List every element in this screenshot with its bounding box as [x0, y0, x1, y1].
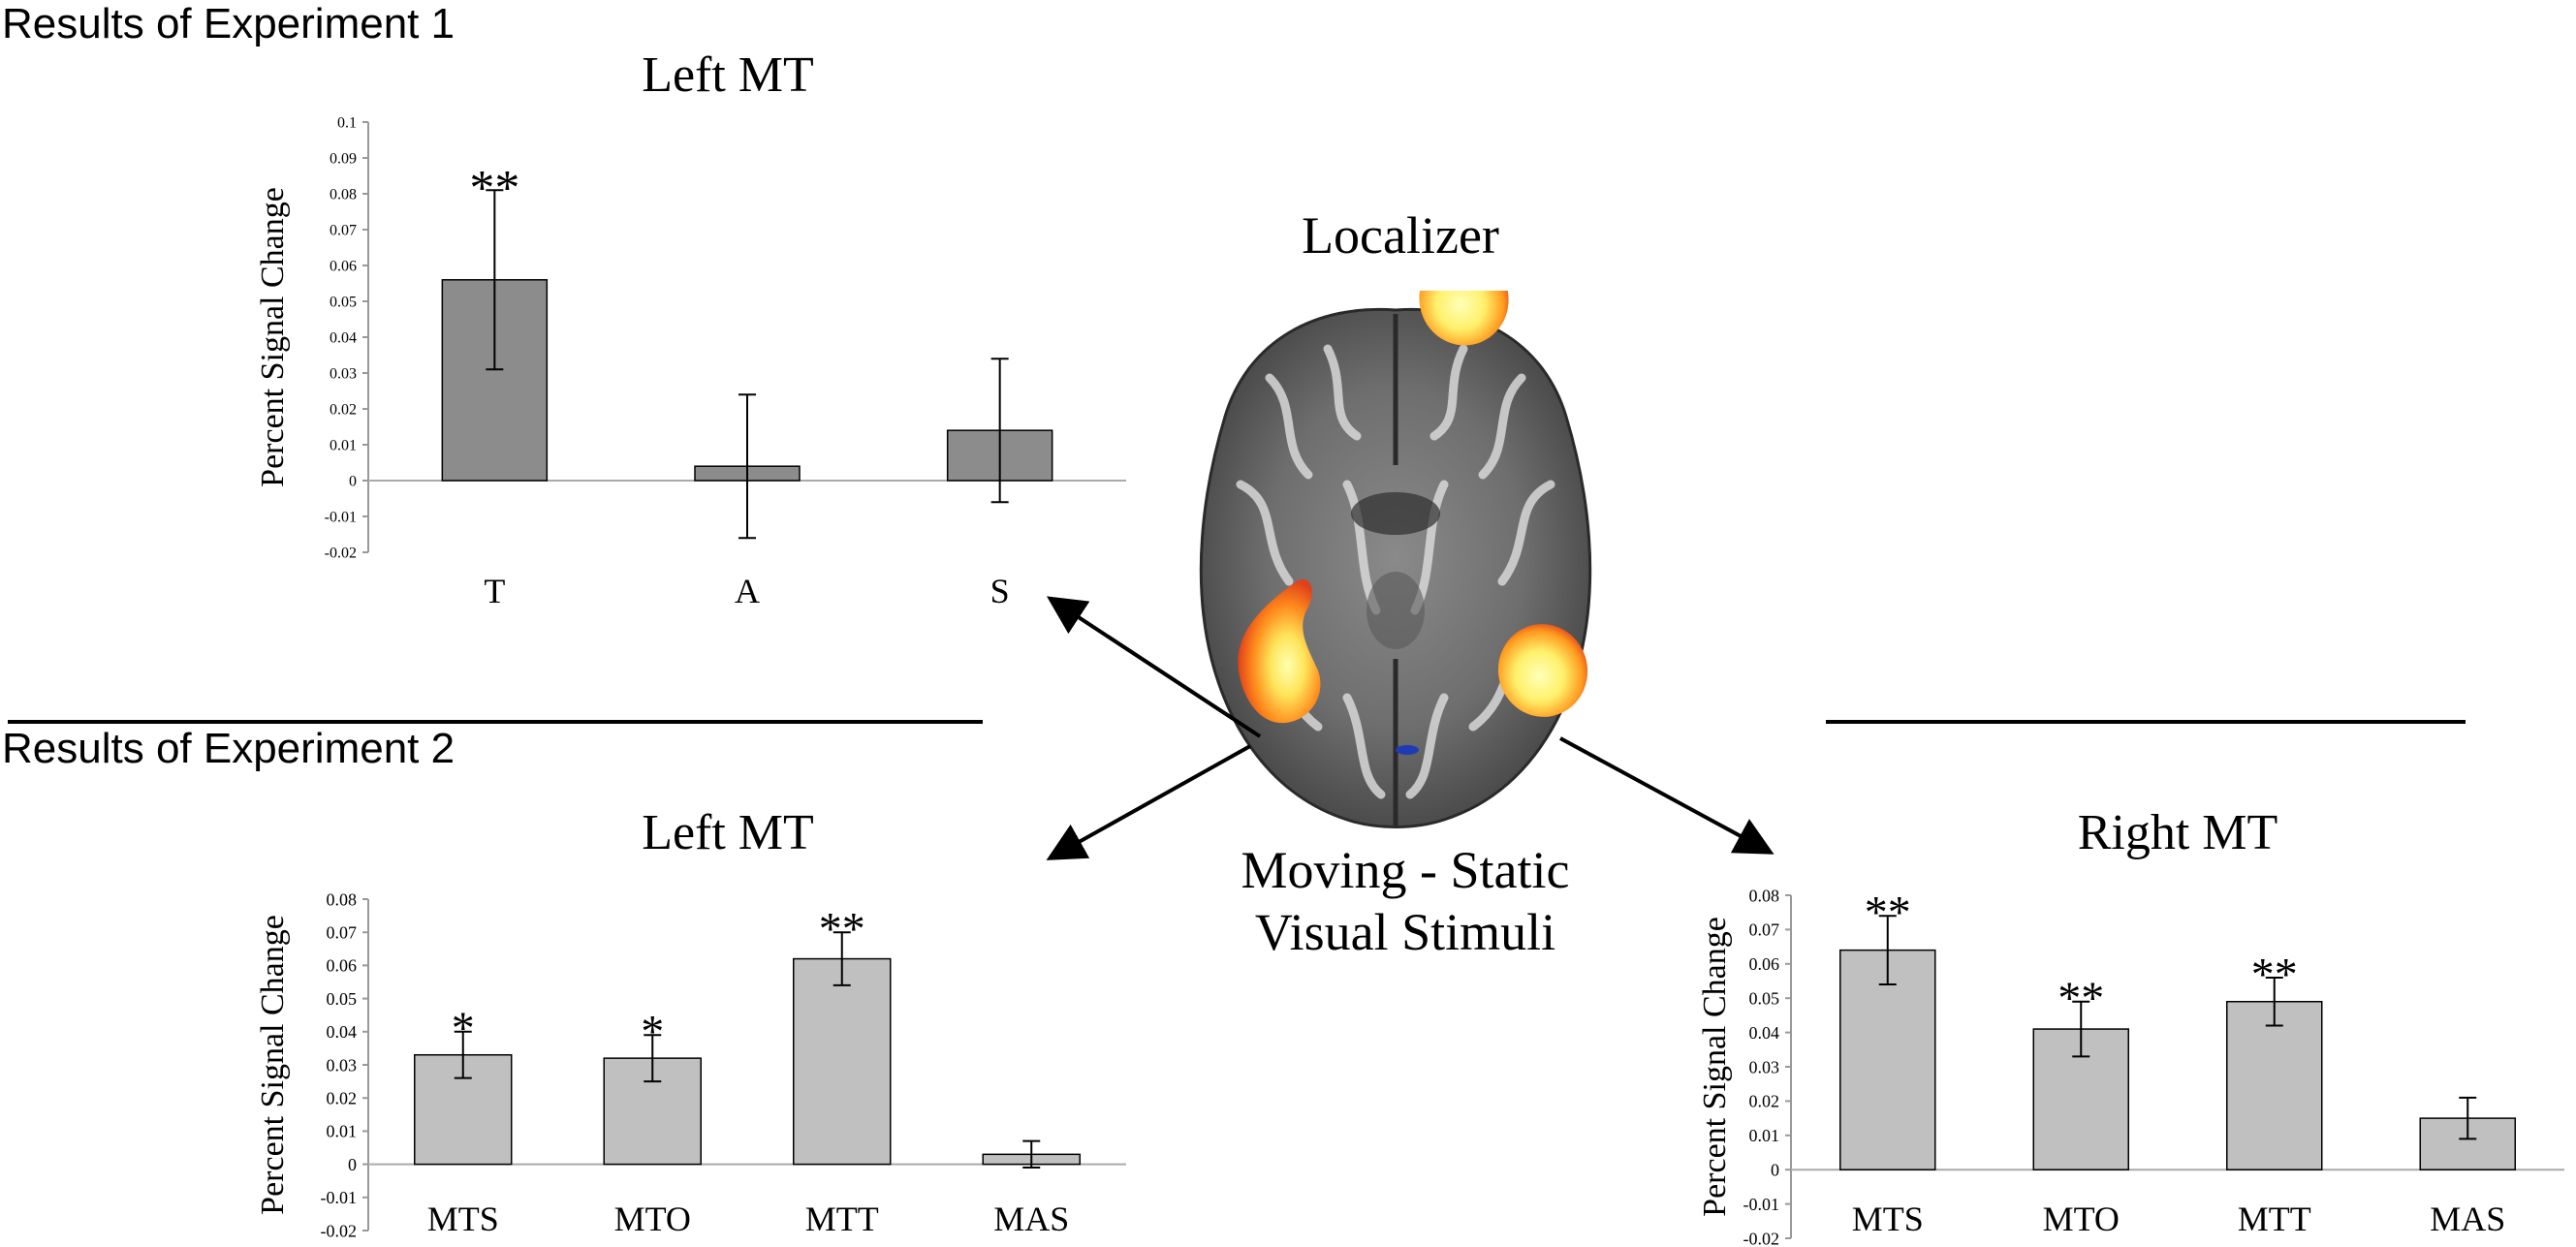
y-tick-label: 0.05	[1749, 989, 1780, 1009]
y-tick-label: 0.1	[337, 115, 357, 132]
significance-marker: **	[1865, 888, 1911, 939]
significance-marker: *	[641, 1007, 664, 1058]
y-tick-label: 0.07	[327, 923, 358, 943]
y-tick-label: 0.07	[1749, 920, 1780, 940]
y-tick-label: 0.04	[330, 330, 357, 347]
section-divider-left	[8, 720, 983, 724]
y-axis-label: Percent Signal Change	[255, 915, 291, 1215]
bar-mas	[2419, 1117, 2516, 1170]
chart-title: Right MT	[2078, 805, 2278, 860]
experiment2-left-mt-chart: Left MT Percent Signal Change -0.02 -0.01 0 0…	[255, 805, 1126, 1240]
y-tick-label: -0.01	[325, 510, 357, 526]
category-label: A	[735, 572, 760, 610]
y-tick-label: 0	[348, 1155, 357, 1174]
y-tick-label: 0.04	[327, 1022, 358, 1042]
y-tick-label: 0.06	[1749, 954, 1780, 974]
y-tick-label: 0.01	[327, 1122, 358, 1141]
category-label: MTO	[614, 1200, 691, 1238]
experiment1-left-mt-chart: Left MT Percent Signal Change -0.02 -0.01 0 0…	[255, 47, 1126, 610]
section-divider-right	[1826, 720, 2466, 724]
category-label: MAS	[2430, 1200, 2505, 1238]
y-tick-label: 0	[1771, 1161, 1779, 1180]
chart-title: Left MT	[642, 805, 814, 860]
y-tick-label: 0.03	[1749, 1057, 1780, 1076]
arrow-to-exp1-left-mt	[1046, 596, 1262, 738]
y-tick-label: 0.02	[330, 402, 357, 419]
category-label: T	[484, 572, 505, 610]
y-axis-label: Percent Signal Change	[255, 187, 291, 487]
experiment1-heading: Results of Experiment 1	[2, 0, 456, 47]
y-tick-label: 0.08	[1749, 886, 1780, 905]
y-tick-label: 0.08	[330, 187, 357, 203]
category-label: MTT	[2238, 1200, 2311, 1238]
y-tick-label: 0.01	[330, 438, 357, 454]
category-label: S	[990, 572, 1010, 610]
y-tick-label: -0.02	[1744, 1229, 1780, 1247]
significance-marker: *	[452, 1003, 475, 1054]
y-tick-label: -0.01	[1744, 1195, 1780, 1214]
category-label: MTS	[1852, 1200, 1924, 1238]
arrow-to-exp2-right-mt	[1559, 736, 1775, 855]
y-tick-label: 0.08	[327, 889, 358, 909]
bar-mtt	[2226, 1000, 2323, 1170]
experiment2-right-mt-chart: Right MT Percent Signal Change -0.02 -0.01 0…	[1697, 805, 2564, 1247]
category-label: MTO	[2043, 1200, 2120, 1238]
y-tick-label: -0.02	[325, 546, 357, 562]
significance-marker: **	[819, 904, 865, 955]
category-label: MTS	[427, 1200, 499, 1238]
y-tick-label: 0.06	[327, 956, 358, 976]
category-label: MAS	[993, 1200, 1069, 1238]
experiment2-heading: Results of Experiment 2	[2, 725, 456, 772]
y-tick-label: 0.04	[1749, 1023, 1780, 1043]
y-tick-label: 0.05	[330, 295, 357, 311]
localizer-caption-line1: Moving - Static	[1241, 841, 1570, 899]
significance-marker: **	[469, 161, 519, 216]
y-tick-label: 0.01	[1749, 1126, 1780, 1145]
y-axis-label: Percent Signal Change	[1697, 917, 1733, 1217]
y-tick-label: 0.03	[330, 366, 357, 383]
brain-slice-image	[1199, 291, 1592, 828]
chart-title: Left MT	[642, 47, 814, 103]
y-tick-label: 0.03	[327, 1055, 358, 1075]
y-tick-label: -0.01	[321, 1188, 358, 1207]
y-tick-label: 0.02	[327, 1089, 358, 1108]
y-tick-label: -0.02	[321, 1221, 358, 1240]
y-tick-label: 0.02	[1749, 1092, 1780, 1111]
y-tick-label: 0.06	[330, 259, 357, 275]
significance-marker: **	[2058, 973, 2104, 1024]
category-label: MTT	[805, 1200, 879, 1238]
significance-marker: **	[2251, 949, 2298, 1000]
bar-mtt	[793, 957, 892, 1166]
y-tick-label: 0.09	[330, 151, 357, 168]
y-tick-label: 0	[349, 474, 357, 490]
localizer-title: Localizer	[1302, 206, 1499, 265]
bar-mts	[1839, 949, 1936, 1170]
arrow-to-exp2-left-mt	[1046, 744, 1251, 860]
y-tick-label: 0.07	[330, 223, 357, 239]
localizer-caption-line2: Visual Stimuli	[1254, 903, 1556, 961]
y-tick-label: 0.05	[327, 989, 358, 1009]
